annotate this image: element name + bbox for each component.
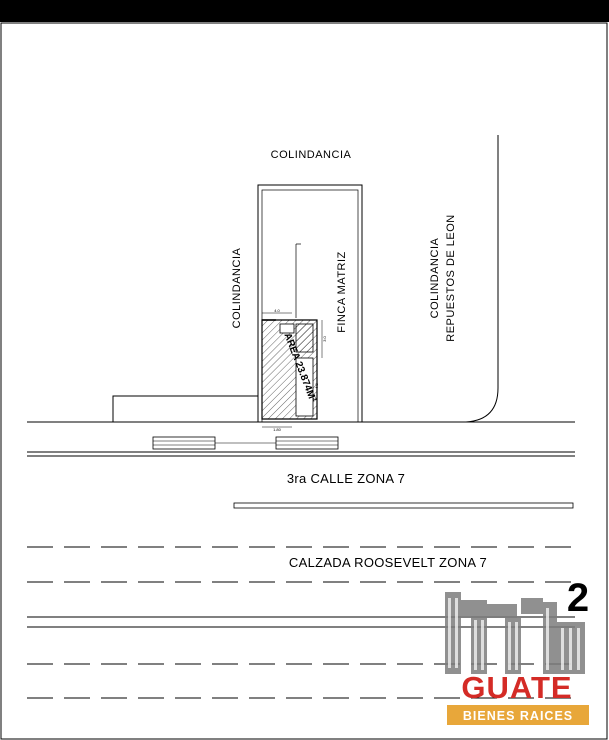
logo-superscript: 2 xyxy=(567,576,589,620)
label-colindancia-right: COLINDANCIA xyxy=(429,238,441,319)
logo-tagline: BIENES RAICES xyxy=(463,709,573,723)
area-unit xyxy=(261,319,318,420)
logo-name: GUATE xyxy=(461,670,572,705)
street-calle: 3ra CALLE ZONA 7 xyxy=(287,471,405,486)
site-plan-sheet: 4.0 3.0 4.0 1.80 AREA 23.874M² COLINDANC… xyxy=(0,22,609,740)
logo-building-icon xyxy=(445,592,585,674)
median xyxy=(233,502,574,509)
label-repuestos: REPUESTOS DE LEON xyxy=(445,214,457,342)
street-calzada: CALZADA ROOSEVELT ZONA 7 xyxy=(289,555,487,570)
label-colindancia-top: COLINDANCIA xyxy=(271,149,352,161)
driveway-right xyxy=(275,436,339,450)
label-finca-matriz: FINCA MATRIZ xyxy=(336,251,348,333)
site-plan-drawing: 4.0 3.0 4.0 1.80 AREA 23.874M² COLINDANC… xyxy=(0,22,608,740)
dimension-right-b: 4.0 xyxy=(314,382,319,388)
dimension-top: 4.0 xyxy=(274,308,280,313)
logo-tagline-bar xyxy=(447,705,589,725)
label-colindancia-left: COLINDANCIA xyxy=(231,248,243,329)
frame-border xyxy=(0,22,608,740)
dimension-right-a: 3.0 xyxy=(322,335,327,341)
dimension-bottom: 1.80 xyxy=(273,427,282,432)
driveway-left xyxy=(152,436,216,450)
left-boundary xyxy=(112,395,258,422)
brand-logo: 2 GUATE BIENES RAICES xyxy=(445,576,589,725)
